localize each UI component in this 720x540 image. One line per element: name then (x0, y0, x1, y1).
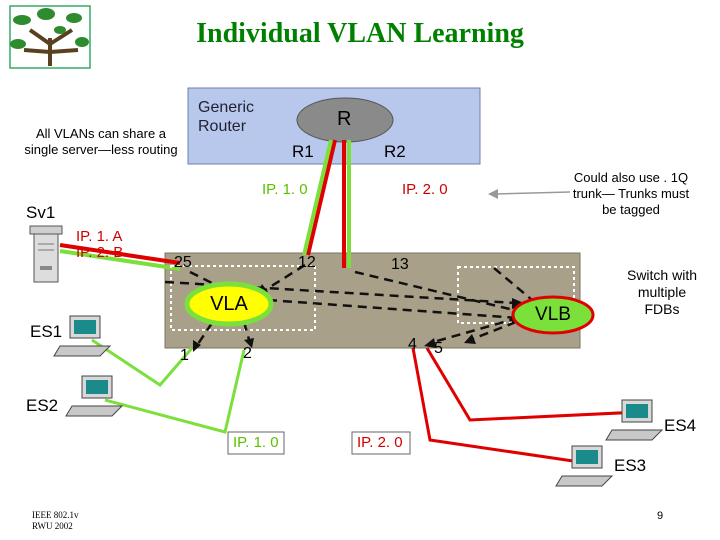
port-5: 5 (434, 340, 443, 357)
station-es4: ES4 (664, 416, 697, 435)
subnet-ip1: IP. 1. 0 (262, 181, 308, 198)
server-icon[interactable] (29, 225, 63, 283)
note-switch: Switch with multiple FDBs (626, 267, 698, 317)
router-port-r2: R2 (384, 142, 406, 161)
vlb-label: VLB (535, 304, 571, 325)
workstation-icon-es1[interactable] (53, 315, 112, 357)
footer-line-1: IEEE 802.1v (32, 510, 79, 520)
port-4: 4 (408, 336, 417, 353)
server-ip-b: IP. 2. B (76, 244, 124, 261)
vla-oval[interactable] (184, 281, 274, 327)
page-title: Individual VLAN Learning (196, 18, 524, 49)
note-trunk: Could also use . 1Q trunk— Trunks must b… (572, 170, 690, 217)
station-es1: ES1 (30, 322, 63, 341)
tree-logo-icon (9, 5, 91, 69)
server-name: Sv1 (26, 203, 56, 222)
station-es2: ES2 (26, 396, 59, 415)
workstation-icon-es2[interactable] (65, 375, 124, 417)
subnet-ip2: IP. 2. 0 (402, 181, 448, 198)
vla-label: VLA (210, 293, 248, 315)
router-port-r1: R1 (292, 142, 314, 161)
note-generic-router: Generic Router (198, 99, 255, 135)
subnet-box-ip1: IP. 1. 0 (233, 434, 279, 451)
note-all-vlans: All VLANs can share a single server—less… (24, 126, 178, 157)
footer-credit: IEEE 802.1v RWU 2002 (32, 510, 79, 532)
port-12: 12 (298, 254, 316, 271)
server-ip-a: IP. 1. A (76, 228, 123, 245)
port-13: 13 (391, 256, 409, 273)
page-number: 9 (657, 510, 664, 522)
vlb-oval[interactable] (511, 295, 595, 335)
workstation-icon-es4[interactable] (605, 399, 664, 441)
port-2: 2 (243, 345, 252, 362)
station-es3: ES3 (614, 456, 647, 475)
footer-line-2: RWU 2002 (32, 521, 73, 531)
port-1: 1 (180, 347, 189, 364)
subnet-box-ip2: IP. 2. 0 (357, 434, 403, 451)
port-25: 25 (174, 254, 192, 271)
workstation-icon-es3[interactable] (555, 445, 614, 487)
router-label: R (337, 108, 352, 130)
